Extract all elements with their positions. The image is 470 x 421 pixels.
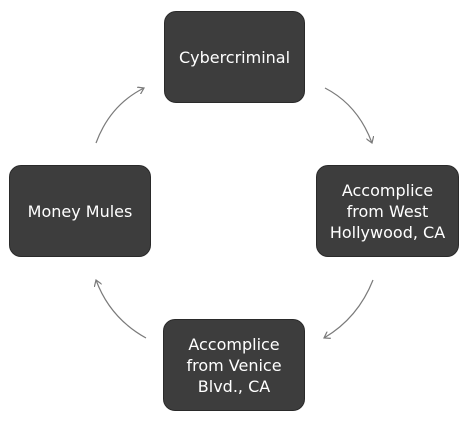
- node-accomplice-west-hollywood: Accomplice from West Hollywood, CA: [316, 165, 459, 257]
- arrow-top-to-right: [324, 87, 372, 143]
- node-cybercriminal: Cybercriminal: [164, 11, 305, 103]
- arrow-left-to-top: [95, 88, 144, 144]
- node-accomplice-venice-blvd: Accomplice from Venice Blvd., CA: [163, 319, 305, 411]
- arrow-right-to-bottom: [324, 279, 374, 338]
- arrow-bottom-to-left: [96, 280, 147, 339]
- node-money-mules: Money Mules: [9, 165, 151, 257]
